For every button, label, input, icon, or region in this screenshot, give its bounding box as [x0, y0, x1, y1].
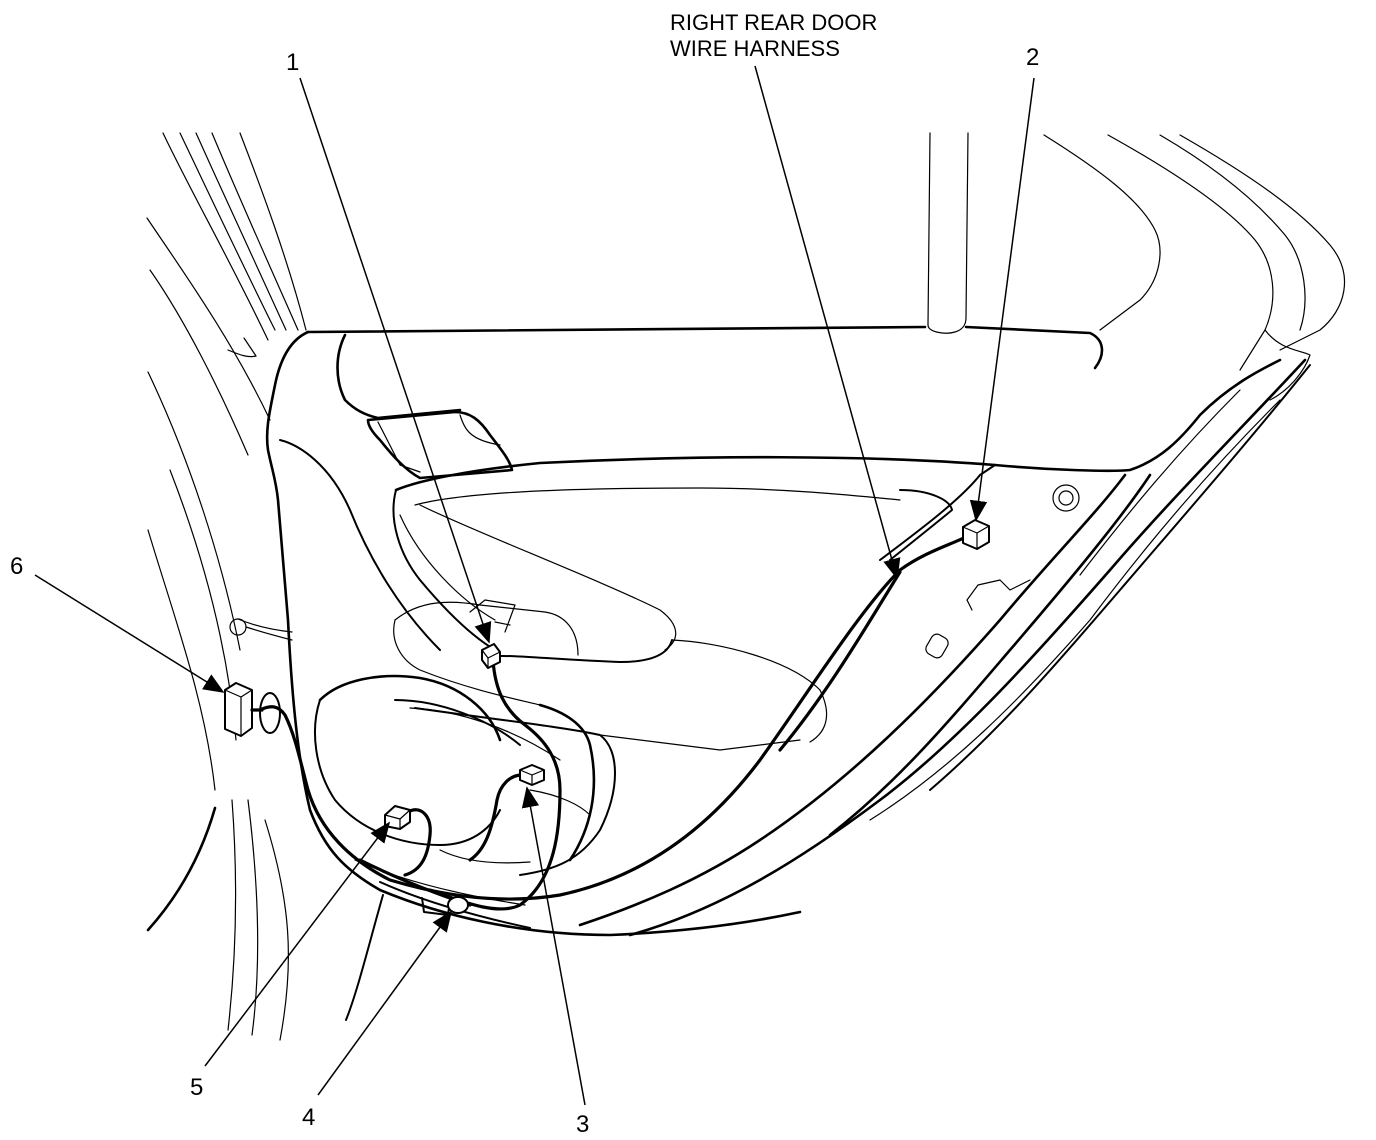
callout-2: 2 — [1026, 44, 1039, 71]
leader-5 — [204, 821, 391, 1067]
leader-lines — [34, 65, 1035, 1106]
leader-6 — [34, 574, 225, 693]
leader-1 — [299, 77, 492, 644]
callout-6: 6 — [10, 553, 23, 580]
callout-3: 3 — [576, 1111, 589, 1138]
connector-6 — [224, 682, 264, 737]
body-pillar-lines — [146, 132, 384, 1041]
harness-label-line2: WIRE HARNESS — [670, 36, 840, 61]
labels: RIGHT REAR DOOR WIRE HARNESS 1 2 3 4 5 6 — [10, 10, 1039, 1138]
connector-2 — [962, 519, 990, 550]
leader-2 — [969, 77, 1035, 522]
harness-label-line1: RIGHT REAR DOOR — [670, 10, 877, 35]
callout-5: 5 — [190, 1074, 203, 1101]
connector-1 — [481, 643, 501, 669]
door-outer-skin — [578, 358, 1311, 937]
connector-3 — [519, 764, 545, 786]
door-panel — [265, 325, 1104, 937]
wire-harness — [258, 534, 970, 914]
window-frame — [927, 132, 1345, 401]
callout-4: 4 — [302, 1104, 315, 1131]
leader-harness — [754, 65, 901, 580]
connector-5 — [384, 805, 411, 830]
leader-4 — [317, 910, 453, 1096]
callout-1: 1 — [286, 49, 299, 76]
leader-3 — [521, 786, 586, 1106]
